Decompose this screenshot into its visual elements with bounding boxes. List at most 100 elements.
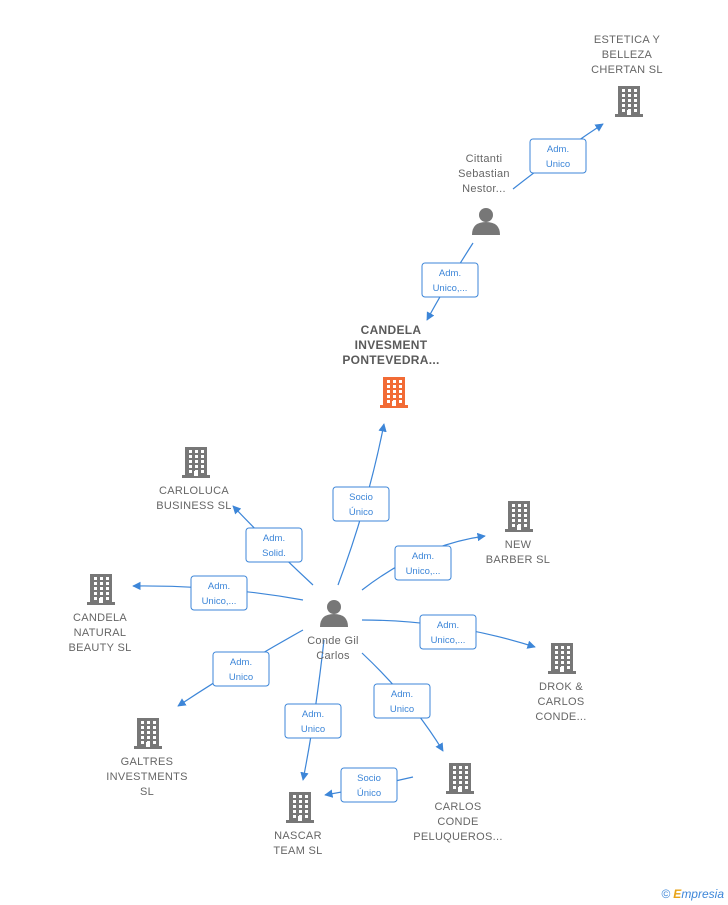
building-icon[interactable]	[446, 763, 474, 794]
node-drok[interactable]: DROK & CARLOS CONDE...	[535, 643, 586, 723]
building-icon[interactable]	[87, 574, 115, 605]
relation-badge-text: Socio	[349, 492, 373, 503]
node-carlos_conde[interactable]: CARLOS CONDE PELUQUEROS...	[413, 763, 502, 843]
relation-badge-text: Adm.	[230, 657, 252, 668]
relation-badge-text: Adm.	[208, 581, 230, 592]
node-label[interactable]: Carlos	[316, 650, 350, 662]
relation-badge-box[interactable]	[340, 767, 398, 803]
node-label[interactable]: CHERTAN SL	[591, 64, 663, 76]
relation-badge-text: Adm.	[437, 620, 459, 631]
relation-badge[interactable]: Adm. Unico	[529, 138, 587, 174]
relation-badge-text: Adm.	[302, 709, 324, 720]
relation-badge-text: Unico,...	[433, 283, 468, 294]
node-label[interactable]: CARLOLUCA	[159, 485, 229, 497]
node-label[interactable]: NATURAL	[74, 627, 127, 639]
relation-badge-box[interactable]	[332, 486, 390, 522]
node-label[interactable]: INVESTMENTS	[106, 771, 188, 783]
relation-badge-box[interactable]	[421, 262, 479, 298]
relation-badge-text: Unico	[546, 159, 570, 170]
node-label[interactable]: GALTRES	[121, 756, 174, 768]
node-label[interactable]: CONDE...	[535, 711, 586, 723]
node-candela_natural[interactable]: CANDELA NATURAL BEAUTY SL	[68, 574, 131, 654]
node-label[interactable]: BUSINESS SL	[156, 500, 231, 512]
building-icon[interactable]	[182, 447, 210, 478]
empresia-logo: ©Empresia	[661, 887, 724, 901]
brand-initial: E	[673, 887, 682, 901]
relation-badge[interactable]: Adm. Unico,...	[394, 545, 452, 581]
relation-badge-text: Adm.	[391, 689, 413, 700]
node-new_barber[interactable]: NEW BARBER SL	[486, 501, 550, 566]
node-label[interactable]: ESTETICA Y	[594, 34, 661, 46]
relation-badge-text: Adm.	[263, 533, 285, 544]
node-label[interactable]: CARLOS	[434, 801, 481, 813]
relation-badge-box[interactable]	[245, 527, 303, 563]
relation-badge-text: Único	[357, 788, 381, 799]
relation-badge-box[interactable]	[190, 575, 248, 611]
node-label[interactable]: BARBER SL	[486, 554, 550, 566]
relation-badge[interactable]: Adm. Unico	[284, 703, 342, 739]
node-label[interactable]: NEW	[505, 539, 532, 551]
node-label[interactable]: PONTEVEDRA...	[342, 353, 439, 367]
node-label[interactable]: INVESMENT	[355, 338, 428, 352]
building-icon[interactable]	[505, 501, 533, 532]
relation-badge[interactable]: Adm. Unico	[212, 651, 270, 687]
node-label[interactable]: Cittanti	[466, 153, 503, 165]
node-label[interactable]: CANDELA	[361, 323, 422, 337]
relation-badge-box[interactable]	[529, 138, 587, 174]
relation-badge[interactable]: Adm. Solid.	[245, 527, 303, 563]
node-label[interactable]: BELLEZA	[602, 49, 653, 61]
node-nascar[interactable]: NASCAR TEAM SL	[273, 792, 322, 857]
node-label[interactable]: SL	[140, 786, 154, 798]
relation-badge-text: Adm.	[412, 551, 434, 562]
node-label[interactable]: CANDELA	[73, 612, 127, 624]
node-label[interactable]: PELUQUEROS...	[413, 831, 502, 843]
relation-badge-text: Solid.	[262, 548, 286, 559]
node-label[interactable]: NASCAR	[274, 830, 322, 842]
building-icon[interactable]	[548, 643, 576, 674]
relation-badge-box[interactable]	[373, 683, 431, 719]
relation-badge-text: Unico	[390, 704, 414, 715]
building-icon[interactable]	[286, 792, 314, 823]
person-icon[interactable]	[472, 208, 500, 235]
node-galtres[interactable]: GALTRES INVESTMENTS SL	[106, 718, 188, 798]
relation-badge-text: Adm.	[439, 268, 461, 279]
relation-badge-text: Unico,...	[202, 596, 237, 607]
node-carloluca[interactable]: CARLOLUCA BUSINESS SL	[156, 447, 231, 512]
node-label[interactable]: Sebastian	[458, 168, 510, 180]
relation-badge[interactable]: Adm. Unico,...	[421, 262, 479, 298]
node-label[interactable]: CARLOS	[537, 696, 584, 708]
relation-badge-text: Único	[349, 507, 373, 518]
building-icon-highlighted[interactable]	[380, 377, 408, 408]
relation-badge[interactable]: Adm. Unico	[373, 683, 431, 719]
node-cittanti[interactable]: CittantiSebastianNestor...	[458, 153, 510, 235]
node-label[interactable]: CONDE	[437, 816, 478, 828]
node-label[interactable]: TEAM SL	[273, 845, 322, 857]
relation-badge[interactable]: Adm. Unico,...	[190, 575, 248, 611]
relation-badge-text: Unico,...	[431, 635, 466, 646]
node-label[interactable]: Conde Gil	[307, 635, 359, 647]
node-label[interactable]: BEAUTY SL	[68, 642, 131, 654]
building-icon[interactable]	[615, 86, 643, 117]
copyright-symbol: ©	[661, 887, 671, 901]
relation-badge-box[interactable]	[394, 545, 452, 581]
node-estetica[interactable]: ESTETICA Y BELLEZA CHERTAN SL	[591, 34, 663, 117]
node-label[interactable]: Nestor...	[462, 183, 506, 195]
node-candela_invesment[interactable]: CANDELAINVESMENTPONTEVEDRA...	[342, 323, 439, 408]
relation-badge-box[interactable]	[419, 614, 477, 650]
relation-badge-text: Unico	[229, 672, 253, 683]
relation-badge-box[interactable]	[212, 651, 270, 687]
relation-badge[interactable]: Adm. Unico,...	[419, 614, 477, 650]
relation-badge-text: Adm.	[547, 144, 569, 155]
brand-name: mpresia	[681, 887, 724, 901]
building-icon[interactable]	[134, 718, 162, 749]
relation-badge-box[interactable]	[284, 703, 342, 739]
relation-badge-text: Unico,...	[406, 566, 441, 577]
person-icon[interactable]	[320, 600, 348, 627]
relation-badge-text: Socio	[357, 773, 381, 784]
node-label[interactable]: DROK &	[539, 681, 583, 693]
relation-badge-text: Unico	[301, 724, 325, 735]
